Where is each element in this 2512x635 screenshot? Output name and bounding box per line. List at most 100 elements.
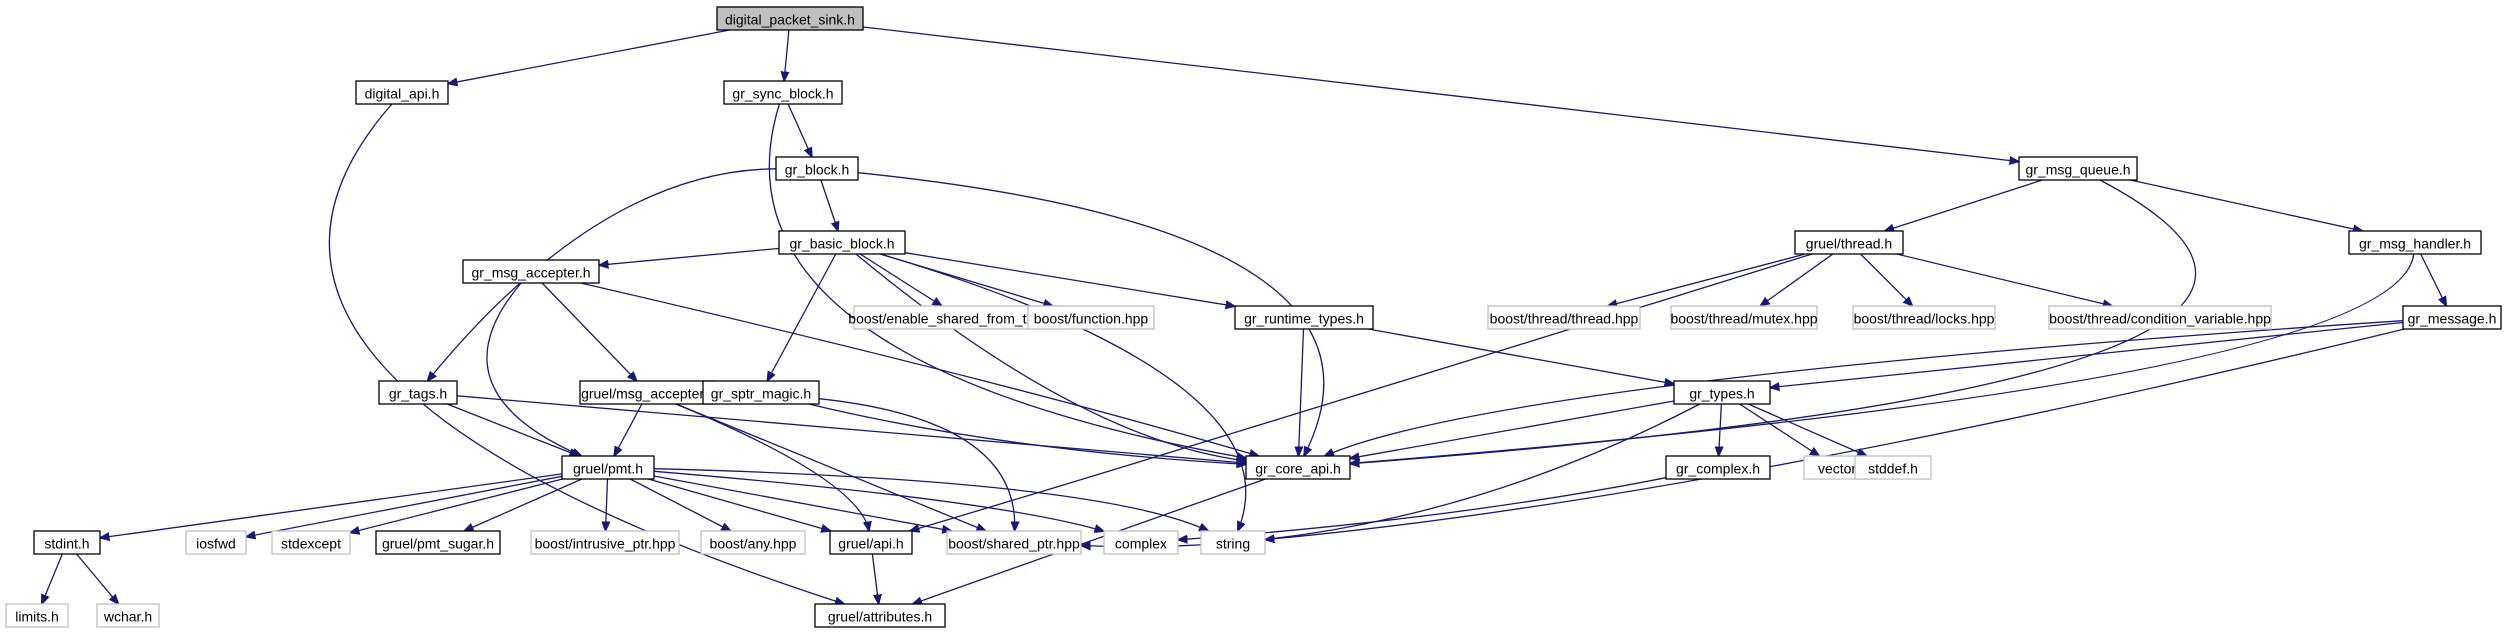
node-gr-message[interactable]: gr_message.h xyxy=(2402,305,2502,330)
node-gr-sptr-magic[interactable]: gr_sptr_magic.h xyxy=(702,380,820,405)
node-label: limits.h xyxy=(15,609,59,625)
node-label: digital_api.h xyxy=(365,86,440,102)
node-gr-tags[interactable]: gr_tags.h xyxy=(378,380,458,405)
edge-gruel_thread-to-boost_thread_cv xyxy=(1896,253,2113,306)
edge-gr_sptr_magic-to-gr_core_api xyxy=(808,403,1246,464)
edge-gr_types-to-gr_complex xyxy=(1719,403,1722,456)
node-box[interactable] xyxy=(1027,305,1155,330)
node-gruel-msg-accepter[interactable]: gruel/msg_accepter.h xyxy=(579,380,717,405)
node-box[interactable] xyxy=(2402,305,2502,330)
node-gr-msg-handler[interactable]: gr_msg_handler.h xyxy=(2348,230,2482,255)
node-box[interactable] xyxy=(33,530,101,555)
node-box[interactable] xyxy=(723,80,843,105)
node-box[interactable] xyxy=(1245,455,1351,480)
node-boost-thread-cv[interactable]: boost/thread/condition_variable.hpp xyxy=(2048,305,2272,330)
node-box[interactable] xyxy=(462,259,600,284)
edge-stdint-to-limits xyxy=(42,553,63,604)
node-box[interactable] xyxy=(814,603,946,628)
node-label: gruel/thread.h xyxy=(1806,236,1892,252)
node-wchar[interactable]: wchar.h xyxy=(96,603,160,628)
node-boost-intrusive-ptr[interactable]: boost/intrusive_ptr.hpp xyxy=(530,530,680,555)
node-box[interactable] xyxy=(1852,305,1996,330)
node-box[interactable] xyxy=(702,380,820,405)
node-gruel-attributes[interactable]: gruel/attributes.h xyxy=(814,603,946,628)
node-stddef[interactable]: stddef.h xyxy=(1854,455,1932,480)
edge-gr_types-to-vector xyxy=(1739,403,1820,456)
node-box[interactable] xyxy=(1794,230,1904,255)
node-label: gruel/attributes.h xyxy=(828,609,932,625)
node-box[interactable] xyxy=(2348,230,2482,255)
edge-gr_msg_accepter-to-gruel_msg_accepter xyxy=(541,282,637,381)
node-box[interactable] xyxy=(561,455,655,480)
node-stdexcept[interactable]: stdexcept xyxy=(271,530,351,555)
node-box[interactable] xyxy=(716,6,864,31)
node-gruel-pmt[interactable]: gruel/pmt.h xyxy=(561,455,655,480)
node-box[interactable] xyxy=(1103,530,1179,555)
edge-gr_runtime_types-to-gr_core_api xyxy=(1299,328,1305,456)
node-boost-thread-mutex[interactable]: boost/thread/mutex.hpp xyxy=(1670,305,1818,330)
node-box[interactable] xyxy=(700,530,806,555)
node-gr-block[interactable]: gr_block.h xyxy=(775,156,859,181)
node-label: digital_packet_sink.h xyxy=(725,12,855,28)
node-gr-complex[interactable]: gr_complex.h xyxy=(1665,455,1771,480)
node-boost-function[interactable]: boost/function.hpp xyxy=(1027,305,1155,330)
node-box[interactable] xyxy=(778,230,906,255)
node-gruel-thread[interactable]: gruel/thread.h xyxy=(1794,230,1904,255)
node-boost-thread-locks[interactable]: boost/thread/locks.hpp xyxy=(1852,305,1996,330)
node-box[interactable] xyxy=(96,603,160,628)
edge-gruel_msg_accepter-to-gruel_api xyxy=(675,403,869,531)
node-digital-api[interactable]: digital_api.h xyxy=(355,80,449,105)
node-stdint[interactable]: stdint.h xyxy=(33,530,101,555)
node-gr-types[interactable]: gr_types.h xyxy=(1673,380,1771,405)
node-box[interactable] xyxy=(946,530,1082,555)
node-iosfwd[interactable]: iosfwd xyxy=(185,530,247,555)
node-label: stdexcept xyxy=(281,536,341,552)
node-label: gruel/msg_accepter.h xyxy=(581,386,715,402)
node-label: gruel/api.h xyxy=(838,536,903,552)
edge-gr_basic_block-to-gr_core_api xyxy=(855,253,1246,461)
node-boost-esft[interactable]: boost/enable_shared_from_this.hpp xyxy=(848,305,1072,330)
node-gr-sync-block[interactable]: gr_sync_block.h xyxy=(723,80,843,105)
node-box[interactable] xyxy=(829,530,913,555)
node-box[interactable] xyxy=(1673,380,1771,405)
node-boost-thread-thread[interactable]: boost/thread/thread.hpp xyxy=(1487,305,1641,330)
edge-gruel_msg_accepter-to-boost_shared_ptr xyxy=(675,403,986,531)
node-box[interactable] xyxy=(355,80,449,105)
node-box[interactable] xyxy=(185,530,247,555)
edge-gr_msg_accepter-to-gr_core_api xyxy=(580,282,1259,456)
node-box[interactable] xyxy=(1854,455,1932,480)
node-box[interactable] xyxy=(1200,530,1266,555)
node-box[interactable] xyxy=(375,530,501,555)
node-string[interactable]: string xyxy=(1200,530,1266,555)
node-gruel-pmt-sugar[interactable]: gruel/pmt_sugar.h xyxy=(375,530,501,555)
node-boost-shared-ptr[interactable]: boost/shared_ptr.hpp xyxy=(946,530,1082,555)
node-gruel-api[interactable]: gruel/api.h xyxy=(829,530,913,555)
node-box[interactable] xyxy=(1234,305,1374,330)
node-gr-msg-accepter[interactable]: gr_msg_accepter.h xyxy=(462,259,600,284)
node-box[interactable] xyxy=(2018,156,2138,181)
node-gr-core-api[interactable]: gr_core_api.h xyxy=(1245,455,1351,480)
node-gr-msg-queue[interactable]: gr_msg_queue.h xyxy=(2018,156,2138,181)
node-box[interactable] xyxy=(271,530,351,555)
node-label: wchar.h xyxy=(103,609,152,625)
node-box[interactable] xyxy=(1665,455,1771,480)
node-vector[interactable]: vector xyxy=(1803,455,1871,480)
node-gr-runtime-types[interactable]: gr_runtime_types.h xyxy=(1234,305,1374,330)
node-label: complex xyxy=(1115,536,1167,552)
edge-gruel_thread-to-boost_thread_locks xyxy=(1860,253,1913,306)
node-box[interactable] xyxy=(775,156,859,181)
node-box[interactable] xyxy=(2048,305,2272,330)
node-complex[interactable]: complex xyxy=(1103,530,1179,555)
node-box[interactable] xyxy=(5,603,69,628)
node-label: boost/intrusive_ptr.hpp xyxy=(535,536,676,552)
node-label: stdint.h xyxy=(44,536,89,552)
node-gr-basic-block[interactable]: gr_basic_block.h xyxy=(778,230,906,255)
node-boost-any[interactable]: boost/any.hpp xyxy=(700,530,806,555)
node-digital-packet-sink[interactable]: digital_packet_sink.h xyxy=(716,6,864,31)
node-limits[interactable]: limits.h xyxy=(5,603,69,628)
node-box[interactable] xyxy=(1487,305,1641,330)
node-box[interactable] xyxy=(378,380,458,405)
node-box[interactable] xyxy=(1670,305,1818,330)
node-box[interactable] xyxy=(530,530,680,555)
edge-gr_sptr_magic-to-boost_shared_ptr xyxy=(818,398,1015,531)
